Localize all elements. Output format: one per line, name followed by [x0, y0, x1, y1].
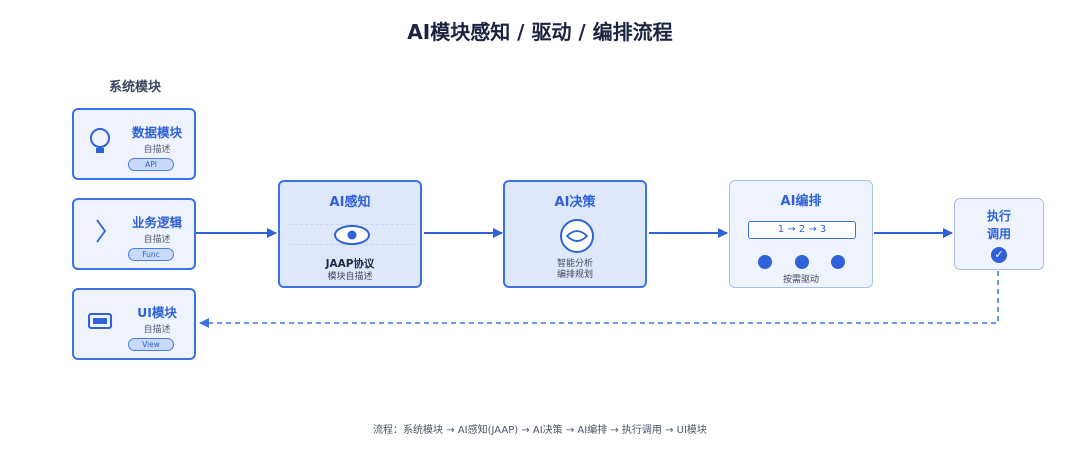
stage-perception[interactable]: AI感知 JAAP协议 模块自描述	[278, 180, 422, 288]
dot-icon	[831, 255, 845, 269]
execution-label-1: 执行	[986, 209, 1011, 223]
module-tag: API	[128, 158, 174, 171]
module-tag: Func	[128, 248, 174, 261]
module-tag: View	[128, 338, 174, 351]
check-icon: ✓	[991, 247, 1007, 263]
module-name: UI模块	[137, 305, 177, 320]
divider	[290, 224, 414, 225]
protocol-label: JAAP协议	[325, 258, 375, 270]
module-logic[interactable]: 业务逻辑 自描述 Func	[72, 198, 196, 270]
lightbulb-icon	[90, 128, 110, 153]
chevron-right-icon	[96, 219, 107, 243]
sequence-box: 1 → 2 → 3	[748, 221, 856, 239]
stage-name: AI决策	[554, 195, 596, 210]
eye-icon	[334, 225, 370, 245]
module-ui[interactable]: UI模块 自描述 View	[72, 288, 196, 360]
system-modules-title: 系统模块	[108, 80, 161, 95]
stage-execution[interactable]: 执行 调用 ✓	[954, 198, 1044, 270]
dot-icon	[758, 255, 772, 269]
monitor-icon	[88, 313, 112, 329]
lens-icon	[560, 219, 594, 253]
flow-caption: 流程：系统模块 → AI感知(JAAP) → AI决策 → AI编排 → 执行调…	[373, 425, 707, 436]
stage-desc: 模块自描述	[327, 272, 373, 282]
stage-name: AI感知	[329, 195, 371, 210]
stage-name: AI编排	[780, 194, 822, 209]
stage-line2: 编排规划	[556, 270, 593, 280]
module-desc: 自描述	[143, 145, 171, 155]
execution-label-2: 调用	[986, 227, 1011, 241]
stage-desc: 按需驱动	[782, 275, 819, 285]
stage-orchestration[interactable]: AI编排 1 → 2 → 3 按需驱动	[729, 180, 873, 288]
stage-line1: 智能分析	[556, 259, 593, 269]
page-title: AI模块感知 / 驱动 / 编排流程	[407, 20, 673, 44]
module-name: 业务逻辑	[131, 215, 182, 230]
dot-icon	[795, 255, 809, 269]
module-desc: 自描述	[143, 235, 171, 245]
module-data[interactable]: 数据模块 自描述 API	[72, 108, 196, 180]
stage-decision[interactable]: AI决策 智能分析 编排规划	[503, 180, 647, 288]
module-name: 数据模块	[131, 125, 182, 140]
module-desc: 自描述	[143, 325, 171, 335]
